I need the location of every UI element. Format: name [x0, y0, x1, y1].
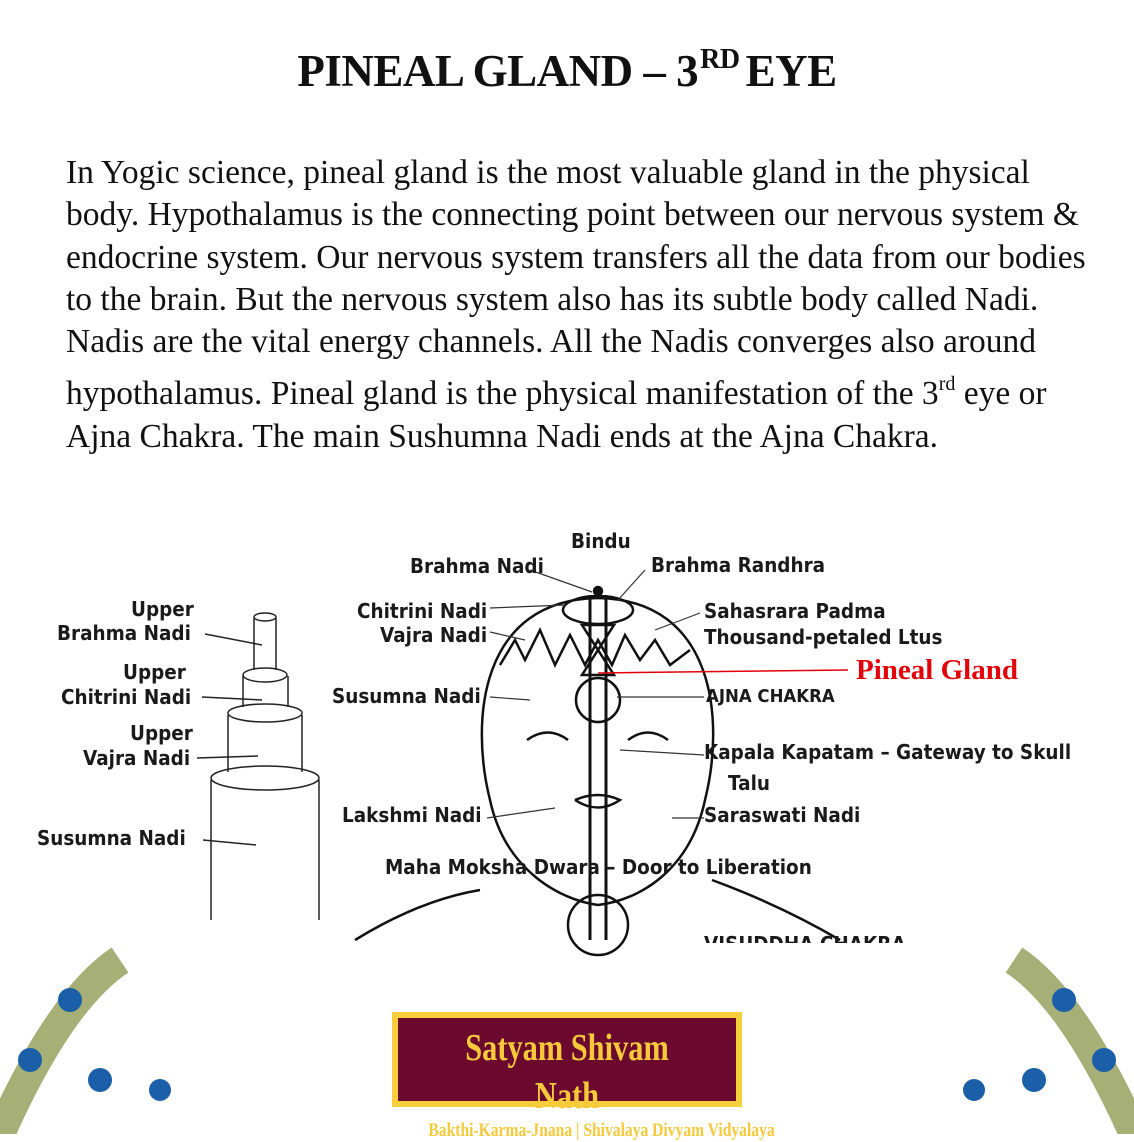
label-chitrini-nadi-tube: Chitrini Nadi: [61, 685, 192, 709]
label-vajra-nadi-tube: Vajra Nadi: [83, 746, 191, 770]
label-saraswati-nadi: Saraswati Nadi: [704, 803, 861, 827]
intro-paragraph: In Yogic science, pineal gland is the mo…: [66, 152, 1106, 458]
paragraph-superscript: rd: [938, 373, 956, 396]
label-talu: Talu: [728, 771, 771, 795]
head-illustration: [354, 585, 841, 957]
pineal-leader-line: [597, 669, 849, 674]
label-upper-brahma: Upper: [131, 597, 194, 621]
title-superscript: RD: [700, 44, 740, 75]
label-chitrini-nadi: Chitrini Nadi: [357, 599, 488, 623]
sushumna-channel: [588, 595, 608, 940]
label-visuddha-chakra: VISUDDHA CHAKRA: [704, 932, 906, 943]
logo-tagline: Bakthi-Karma-Jnana | Shivalaya Divyam Vi…: [428, 1120, 775, 1141]
label-upper-vajra: Upper: [130, 721, 193, 745]
label-sahasrara: Sahasrara Padma: [704, 599, 886, 623]
label-brahma-randhra: Brahma Randhra: [651, 553, 826, 577]
peacock-feather-left: [0, 947, 171, 1134]
title-end: EYE: [745, 46, 838, 96]
label-vajra-nadi: Vajra Nadi: [380, 623, 488, 647]
paragraph-text-end: eye or Ajna Chakra. The main Sushumna Na…: [66, 375, 1047, 455]
label-pineal-gland: Pineal Gland: [856, 654, 1018, 686]
label-thousand-petaled: Thousand-petaled Ltus: [704, 625, 943, 649]
label-susumna-nadi-tube: Susumna Nadi: [37, 826, 186, 850]
logo-name: Satyam Shivam Nath: [465, 1027, 669, 1117]
label-kapala-kapatam: Kapala Kapatam – Gateway to Skull: [704, 740, 1072, 764]
label-bindu: Bindu: [571, 529, 631, 553]
label-brahma-nadi: Brahma Nadi: [410, 554, 544, 578]
label-brahma-nadi-tube: Brahma Nadi: [57, 621, 191, 645]
visuddha-clip: VISUDDHA CHAKRA: [700, 930, 920, 943]
leader-lines: [486, 569, 705, 819]
title-text: PINEAL GLAND – 3: [297, 46, 699, 96]
paragraph-text: In Yogic science, pineal gland is the mo…: [66, 154, 1086, 413]
label-ajna-chakra: AJNA CHAKRA: [706, 686, 835, 707]
peacock-feather-right: [963, 947, 1134, 1134]
brand-logo: Satyam Shivam Nath Bakthi-Karma-Jnana | …: [392, 1012, 775, 1141]
label-upper-chitrini: Upper: [123, 660, 186, 684]
nadi-tube-illustration: [196, 612, 320, 920]
label-susumna-nadi: Susumna Nadi: [332, 684, 481, 708]
label-maha-moksha-dwara: Maha Moksha Dwara – Door to Liberation: [385, 855, 812, 879]
label-lakshmi-nadi: Lakshmi Nadi: [342, 803, 482, 827]
